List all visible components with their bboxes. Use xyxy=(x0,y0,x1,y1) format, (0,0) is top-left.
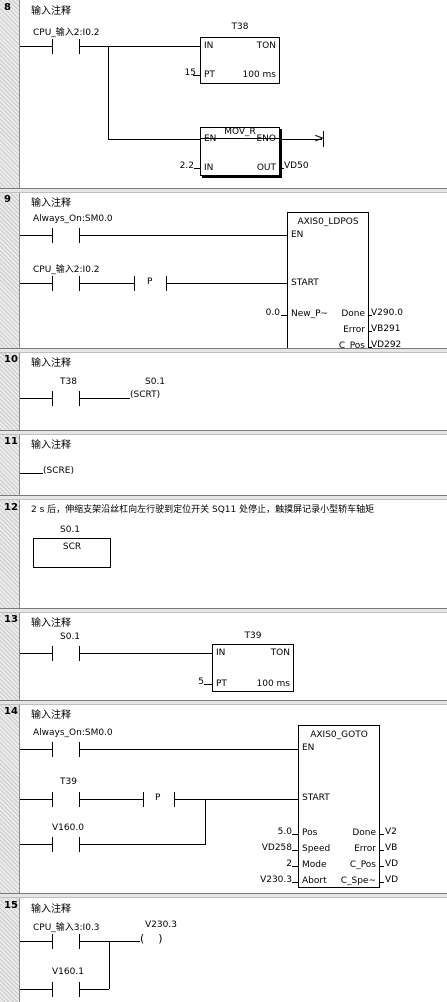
network-number[interactable]: 11 xyxy=(4,436,18,447)
axis-goto-block[interactable]: AXIS0_GOTO EN START Pos Speed Mode Abort… xyxy=(298,725,380,888)
timer-name: T39 xyxy=(244,631,262,641)
positive-edge-contact[interactable] xyxy=(134,276,135,291)
contact-label: CPU_输入2:I0.2 xyxy=(33,265,100,275)
network-comment[interactable]: 输入注释 xyxy=(31,358,71,369)
contact-label: S0.1 xyxy=(60,632,81,642)
timer-name: T38 xyxy=(231,22,249,32)
power-rail xyxy=(0,0,20,1002)
network-number[interactable]: 15 xyxy=(4,900,18,911)
network-number[interactable]: 10 xyxy=(4,354,18,365)
timer-ton-block[interactable]: IN TON PT 100 ms xyxy=(212,644,294,692)
network-number[interactable]: 9 xyxy=(4,194,11,205)
timer-ton-block[interactable]: IN TON PT 100 ms xyxy=(200,37,280,84)
contact-label: CPU_输入2:I0.2 xyxy=(33,28,100,38)
scre-coil[interactable]: (SCRE) xyxy=(43,466,74,476)
contact-label: V160.0 xyxy=(52,823,84,833)
contact-label: CPU_输入3:I0.3 xyxy=(33,923,100,933)
scrt-coil[interactable]: (SCRT) xyxy=(130,390,161,400)
axis-ldpos-block[interactable]: AXIS0_LDPOS EN START New_P~ Done Error C… xyxy=(287,212,369,351)
network-number[interactable]: 13 xyxy=(4,614,18,625)
network-comment[interactable]: 输入注释 xyxy=(31,904,71,915)
output-coil[interactable]: ( ) xyxy=(140,932,163,945)
network-number[interactable]: 14 xyxy=(4,706,18,717)
coil-address: V230.3 xyxy=(145,920,177,930)
contact-label: T39 xyxy=(60,777,77,787)
contact-no[interactable] xyxy=(52,39,53,54)
network-number[interactable]: 8 xyxy=(4,2,11,13)
network-comment[interactable]: 输入注释 xyxy=(31,6,71,17)
positive-edge-contact[interactable] xyxy=(143,792,144,807)
contact-label: V160.1 xyxy=(52,967,84,977)
network-comment[interactable]: 输入注释 xyxy=(31,198,71,209)
contact-label: Always_On:SM0.0 xyxy=(33,214,113,224)
network-comment[interactable]: 2 s 后，伸缩支架沿丝杠向左行驶到定位开关 SQ11 处停止，触摸屏记录小型轿… xyxy=(31,505,375,515)
scr-block[interactable]: SCR xyxy=(33,538,111,568)
coil-address: S0.1 xyxy=(145,377,166,387)
contact-label: Always_On:SM0.0 xyxy=(33,728,113,738)
network-comment[interactable]: 输入注释 xyxy=(31,440,71,451)
contact-label: T38 xyxy=(60,377,77,387)
network-comment[interactable]: 输入注释 xyxy=(31,618,71,629)
network-number[interactable]: 12 xyxy=(4,502,18,513)
scr-address: S0.1 xyxy=(60,525,81,535)
eno-arrow-icon: > xyxy=(314,131,325,145)
network-comment[interactable]: 输入注释 xyxy=(31,710,71,721)
mov-r-block[interactable]: MOV_R EN ENO IN OUT xyxy=(200,127,280,176)
